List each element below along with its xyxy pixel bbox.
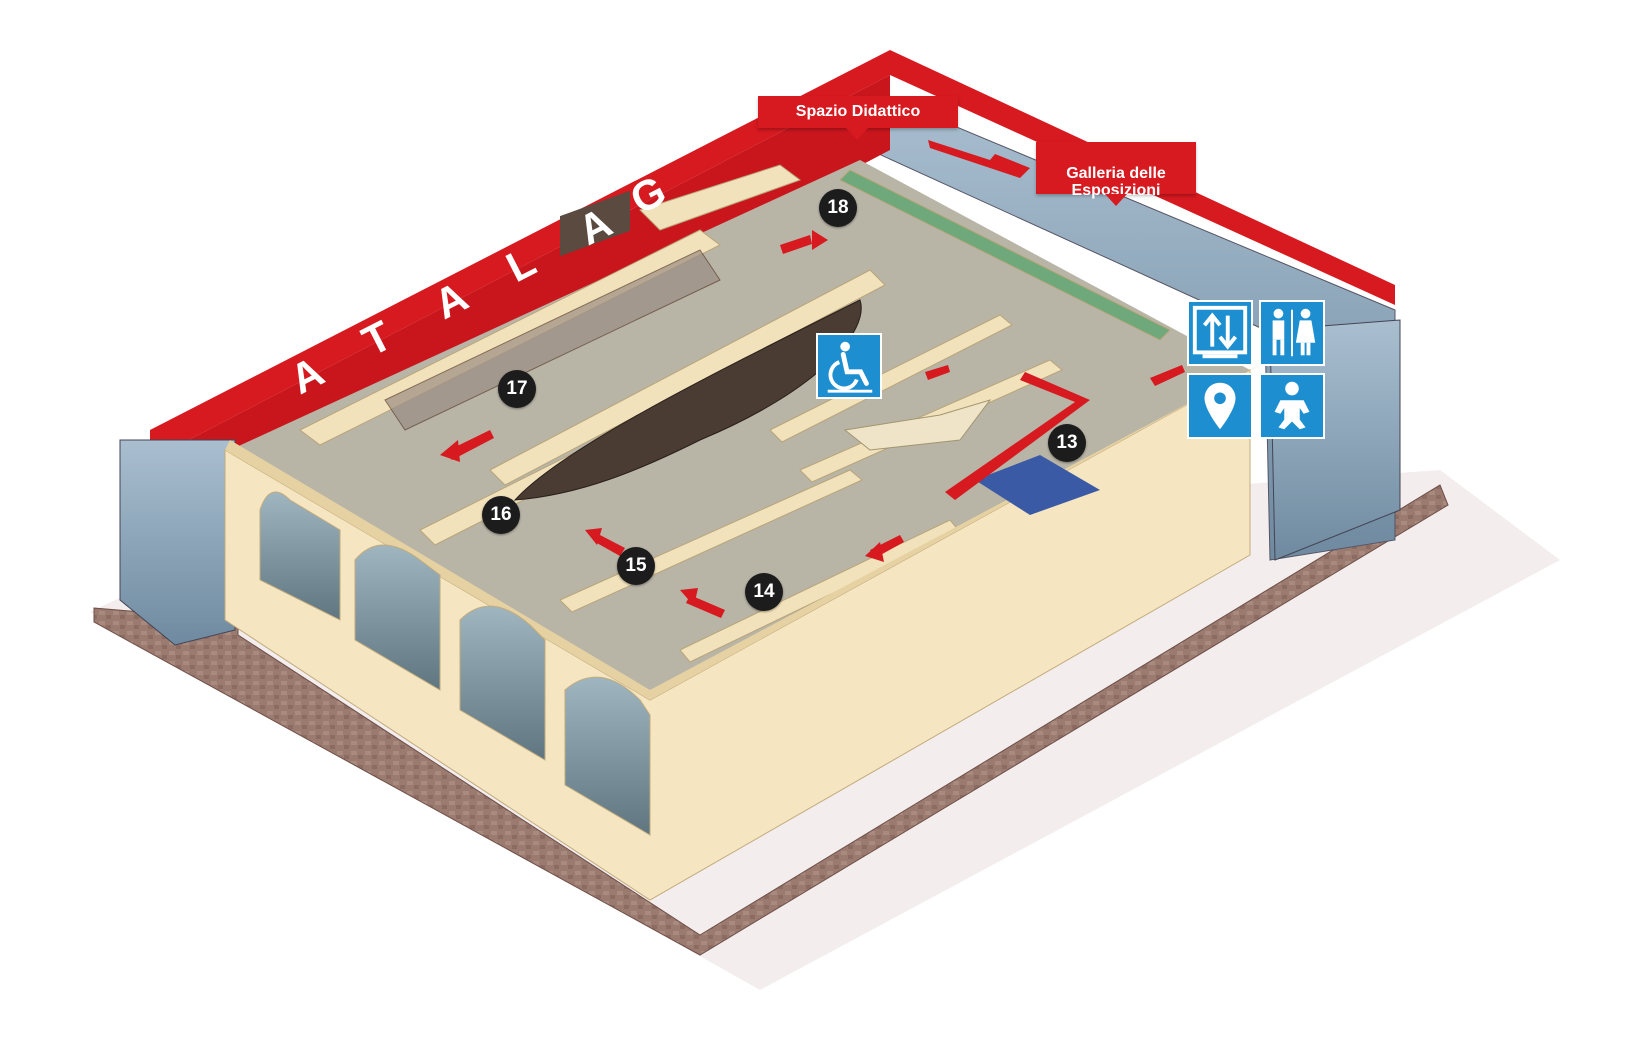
location-pin-glyph xyxy=(1204,382,1236,430)
stop-marker-14[interactable]: 14 xyxy=(745,573,783,611)
label-spazio-didattico[interactable]: Spazio Didattico xyxy=(758,96,958,140)
stop-marker-18[interactable]: 18 xyxy=(819,189,857,227)
stop-number: 16 xyxy=(490,504,512,525)
label-pointer xyxy=(1105,194,1127,206)
restroom-icon[interactable] xyxy=(1259,300,1325,366)
staircase xyxy=(843,399,992,451)
label-text: Spazio Didattico xyxy=(795,103,921,120)
elevator-icon[interactable] xyxy=(1187,300,1253,366)
galley-display xyxy=(384,249,721,431)
glass-tower-left xyxy=(119,439,236,646)
exhibit-floor xyxy=(230,160,1250,700)
wheelchair-icon[interactable] xyxy=(816,333,882,399)
location-pin-icon[interactable] xyxy=(1187,373,1253,439)
stop-marker-17[interactable]: 17 xyxy=(498,370,536,408)
arcade-arches xyxy=(259,491,651,836)
red-band-left xyxy=(150,50,890,460)
elevator-glyph xyxy=(1192,305,1248,359)
stop-marker-15[interactable]: 15 xyxy=(617,547,655,585)
galata-wall xyxy=(150,75,890,460)
baby-change-icon[interactable] xyxy=(1259,373,1325,439)
display-table xyxy=(975,455,1100,515)
label-pointer xyxy=(846,128,868,140)
stop-marker-13[interactable]: 13 xyxy=(1048,424,1086,462)
label-text: Galleria delle Esposizioni xyxy=(1066,164,1166,200)
stop-number: 15 xyxy=(625,555,647,576)
stop-number: 18 xyxy=(827,197,849,218)
route-arrows xyxy=(440,140,1185,618)
stop-number: 13 xyxy=(1056,432,1078,453)
label-galleria-esposizioni[interactable]: Galleria delle Esposizioni xyxy=(1036,142,1196,206)
wheelchair-glyph xyxy=(827,341,873,393)
boat-cabin xyxy=(560,190,630,257)
stop-number: 14 xyxy=(753,581,775,602)
stop-number: 17 xyxy=(506,378,528,399)
restroom-glyph xyxy=(1272,308,1316,357)
baby-change-glyph xyxy=(1274,381,1310,430)
stop-marker-16[interactable]: 16 xyxy=(482,496,520,534)
